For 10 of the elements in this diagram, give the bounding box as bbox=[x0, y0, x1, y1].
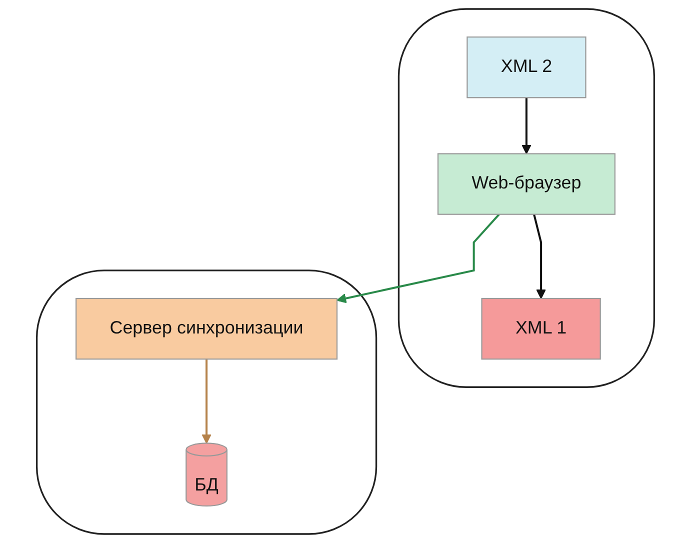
node-box: XML 2 bbox=[466, 36, 586, 98]
cluster bbox=[398, 8, 656, 388]
node-box: Сервер синхронизации bbox=[76, 298, 338, 360]
node-box: XML 1 bbox=[481, 298, 601, 360]
arrow bbox=[336, 214, 500, 304]
arrow bbox=[533, 214, 546, 299]
node-box: Web-браузер bbox=[437, 153, 616, 215]
cluster bbox=[36, 270, 378, 535]
arrow bbox=[202, 359, 212, 444]
arrow bbox=[522, 98, 532, 154]
